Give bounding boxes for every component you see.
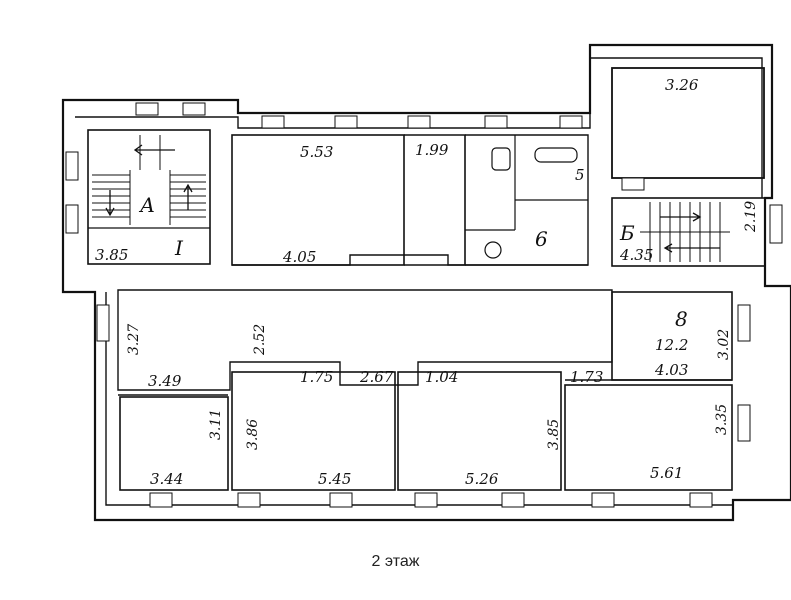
windows-top — [135, 102, 645, 191]
room8-length: 12.2 — [655, 336, 688, 354]
toilet-icon — [491, 147, 511, 171]
inner-outline-bottom — [105, 292, 733, 506]
stair-left-num: I — [174, 236, 184, 260]
top1-width: 4.05 — [282, 248, 316, 266]
stair-right-steps — [640, 202, 730, 262]
bottom2-length: 5.45 — [318, 470, 351, 488]
room8-side: 3.02 — [716, 329, 732, 360]
bottom1-outline — [119, 396, 229, 491]
corridor-left-side: 3.27 — [126, 324, 142, 355]
bottom3-outline — [397, 371, 562, 491]
corridor-mid: 2.52 — [252, 324, 268, 356]
corridor-seg2: 2.67 — [359, 368, 394, 386]
windows-bottom — [149, 492, 713, 508]
stair-right-width: 4.35 — [619, 246, 653, 264]
top1-length: 5.53 — [300, 143, 333, 161]
room-topright-outline — [611, 67, 765, 179]
stair-left-box — [87, 129, 211, 265]
stair-left-label: А — [138, 193, 155, 217]
stair-right-arrow — [660, 212, 702, 222]
topright-length: 3.26 — [665, 76, 699, 94]
bottom3-length: 5.26 — [465, 470, 499, 488]
room8-small: 1.73 — [570, 368, 603, 386]
bottom4-length: 5.61 — [650, 464, 683, 482]
stair-left-arrow3 — [183, 183, 193, 210]
stair-right-box — [611, 197, 766, 267]
stair-right-arrow2 — [663, 243, 720, 253]
sink-icon — [534, 147, 578, 163]
room8-num: 8 — [675, 307, 688, 331]
bottom1-side: 3.11 — [208, 409, 224, 440]
top-rooms-base — [232, 254, 588, 266]
toilet2-icon — [484, 241, 502, 259]
stair-left-arrow — [133, 144, 175, 156]
bottom1-length: 3.44 — [150, 470, 183, 488]
bottom2-outline — [231, 371, 396, 491]
bottom3-side: 3.85 — [546, 419, 562, 450]
floor-caption: 2 этаж — [371, 553, 420, 570]
stair-left-width: 3.85 — [95, 246, 128, 264]
stair-left-arrow2 — [105, 190, 115, 217]
wc-num: 6 — [535, 227, 548, 251]
top2-length: 1.99 — [415, 141, 449, 159]
bottom4-side: 3.35 — [714, 404, 730, 435]
bottom4-outline — [564, 384, 733, 491]
bottom2-side: 3.86 — [245, 419, 261, 450]
room-top2-outline — [404, 134, 466, 266]
room8-width: 4.03 — [654, 361, 688, 379]
windows-side — [65, 151, 783, 442]
corridor-left-bottom: 3.49 — [148, 372, 182, 390]
corridor-seg3: 1.04 — [425, 368, 458, 386]
stair-right-side: 2.19 — [743, 201, 759, 233]
corridor-seg1: 1.75 — [300, 368, 333, 386]
inner-outline — [75, 57, 763, 198]
outer-wall — [61, 43, 791, 522]
stair-right-label: Б — [619, 221, 635, 245]
wc-dim: 5 — [575, 166, 585, 184]
